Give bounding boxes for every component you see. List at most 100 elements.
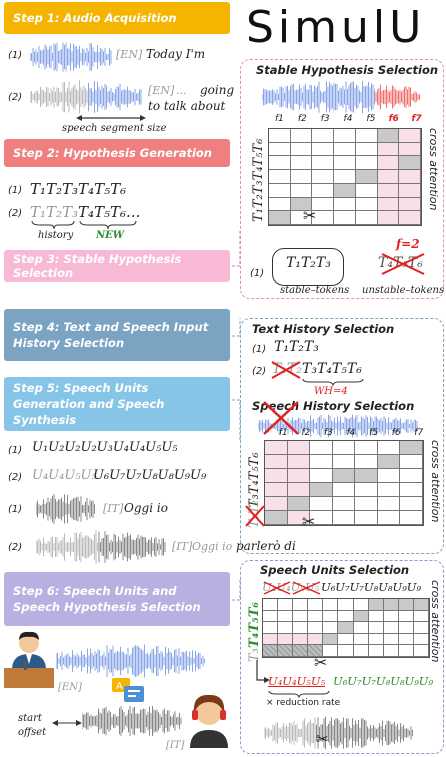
attention-cell: [399, 211, 421, 225]
attention-cell: [355, 156, 378, 171]
marker-5-3: (1): [8, 504, 23, 515]
stable-title: Stable Hypothesis Selection: [256, 63, 439, 77]
frame-label: f2: [297, 114, 307, 124]
attention-cell: [263, 599, 279, 611]
attention-cell: [310, 511, 333, 525]
attention-cell: [400, 441, 423, 455]
attention-cell: [400, 497, 423, 511]
attention-cell: [377, 511, 401, 525]
attention-cell: [290, 170, 313, 184]
it-text-2-history: Oggi io: [192, 540, 233, 553]
attention-cell: [290, 142, 313, 157]
attention-cell: [278, 633, 294, 646]
unstable-cross-mark: [381, 253, 425, 275]
attention-cell: [287, 441, 311, 455]
it-text-2-new: parlerò di: [236, 539, 296, 553]
attention-cell: [265, 455, 288, 469]
text-history-title: Text History Selection: [252, 322, 395, 336]
attention-cell: [269, 156, 291, 171]
hyp-history: T₁T₂T₃: [30, 203, 79, 221]
attention-cell: [377, 211, 400, 225]
attention-cell: [323, 610, 339, 623]
unstable-tokens-label: unstable–tokens: [362, 285, 445, 296]
attention-cell: [355, 183, 378, 198]
stable-cross-label: cross attention: [427, 128, 440, 211]
attention-cell: [323, 622, 339, 634]
attention-cell: [398, 599, 414, 611]
attention-cell: [312, 170, 335, 184]
audio-text-2a: going: [200, 83, 235, 97]
attention-cell: [334, 183, 356, 198]
attention-cell: [338, 633, 354, 646]
attention-cell: [334, 211, 356, 225]
listener-icon: [190, 694, 228, 748]
wh-brace: [302, 378, 364, 386]
attention-cell: [400, 483, 423, 497]
attention-cell: [377, 142, 400, 157]
attention-cell: [377, 469, 401, 483]
scissors-icon-3: ✂: [314, 653, 328, 672]
en-lang-tag-2: [EN]: [148, 84, 175, 97]
attention-cell: [377, 183, 400, 198]
history-panel: [240, 318, 444, 554]
it-lang-tag-2: [IT]: [172, 540, 193, 553]
marker-1: (1): [8, 50, 23, 61]
attention-cell: [413, 599, 429, 611]
text-history-l1: T₁T₂T₃: [274, 339, 319, 355]
attention-cell: [332, 441, 356, 455]
scissors-icon-2: ✂: [302, 512, 316, 531]
units-output-waveform: [264, 716, 413, 750]
attention-cell: [312, 197, 335, 212]
attention-cell: [278, 599, 294, 611]
attention-cell: [332, 511, 356, 525]
attention-cell: [308, 645, 324, 657]
frame-label: f3: [320, 114, 330, 124]
audio-waveform-2: [30, 80, 142, 114]
translate-icon: A: [112, 678, 144, 702]
attention-cell: [293, 622, 309, 634]
text-history-rest: T₃T₄T₅T₆: [302, 361, 362, 377]
attention-cell: [269, 142, 291, 157]
attention-cell: [377, 455, 401, 469]
frame-label: f1: [274, 114, 284, 124]
th-marker-1: (1): [252, 344, 267, 355]
attention-cell: [334, 156, 356, 171]
attention-cell: [308, 633, 324, 646]
attention-cell: [400, 511, 423, 525]
attention-cell: [413, 610, 429, 623]
attention-cell: [263, 622, 279, 634]
step-4-banner: Step 4: Text and Speech Input History Se…: [4, 309, 230, 361]
attention-cell: [293, 645, 309, 657]
attention-cell: [265, 483, 288, 497]
units-bottom-green: U₆U₇U₇U₈U₈U₉U₉: [333, 674, 434, 688]
frame-label: f4: [346, 428, 356, 438]
scissors-icon: ✂: [303, 206, 317, 225]
step-3-banner: Step 3: Stable Hypothesis Selection: [4, 250, 230, 282]
attention-cell: [400, 469, 423, 483]
braces-2: [31, 220, 137, 230]
audio-waveform-1: [30, 42, 112, 72]
attention-cell: [265, 469, 288, 483]
attention-cell: [269, 211, 291, 225]
stable-tokens-label: stable–tokens: [280, 285, 350, 296]
attention-cell: [355, 197, 378, 212]
attention-cell: [355, 469, 378, 483]
attention-cell: [334, 170, 356, 184]
attention-cell: [353, 599, 369, 611]
attention-cell: [332, 455, 356, 469]
attention-cell: [278, 610, 294, 623]
attention-cell: [290, 197, 313, 212]
attention-cell: [383, 645, 399, 657]
attention-cell: [338, 610, 354, 623]
stable-waveform: [262, 80, 420, 114]
stable-panel: [240, 59, 444, 299]
hyp-new: T₄T₅T₆...: [78, 203, 141, 221]
attention-cell: [377, 483, 401, 497]
attention-cell: [355, 441, 378, 455]
f-equals-label: f=2: [396, 237, 420, 251]
attention-cell: [310, 497, 333, 511]
attention-cell: [312, 183, 335, 198]
attention-cell: [308, 610, 324, 623]
attention-cell: [355, 129, 378, 143]
